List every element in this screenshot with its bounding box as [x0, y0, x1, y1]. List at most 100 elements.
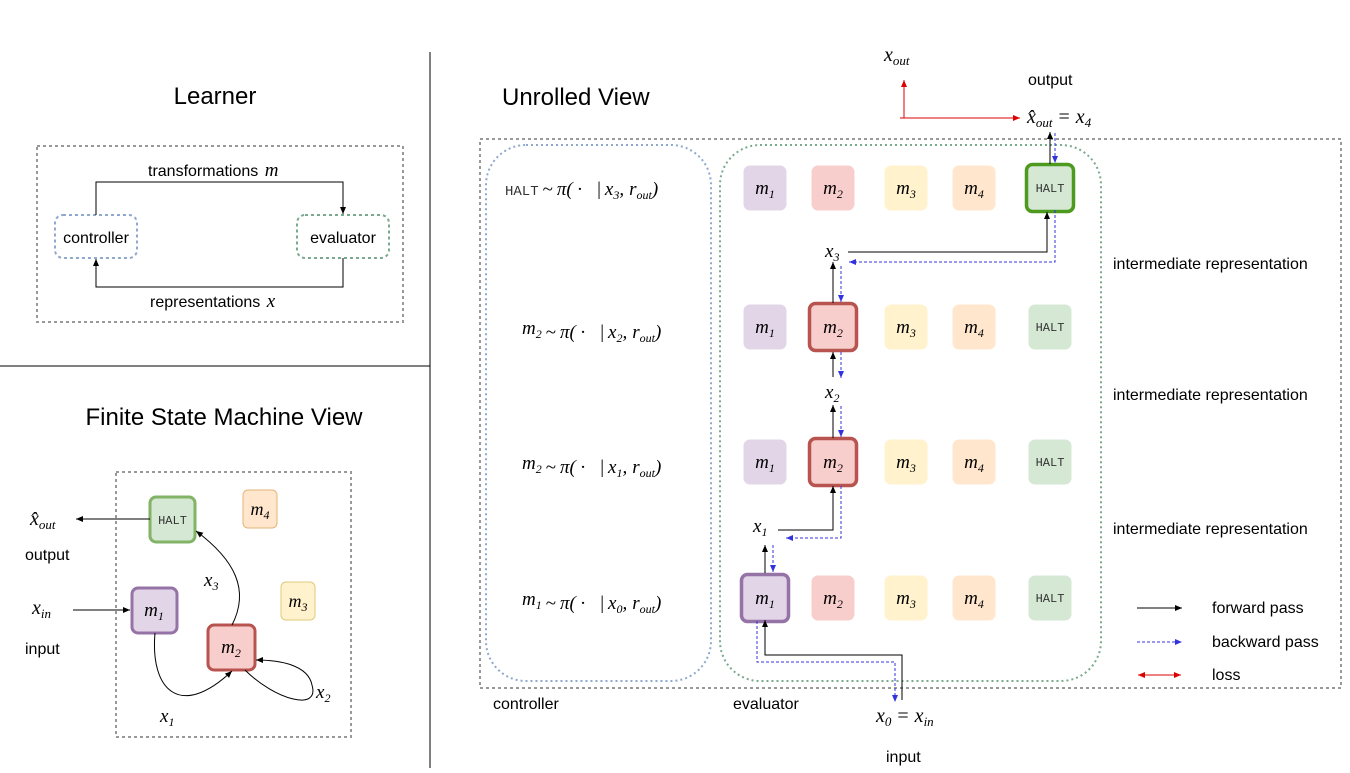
learner-evaluator-box	[296, 214, 390, 259]
intermediate-label-2: intermediate representation	[1113, 387, 1308, 404]
module-m1-row2-label: m1	[755, 317, 775, 340]
policy-row-3: m2~π(·|x1,rout)	[522, 453, 661, 480]
unrolled-frame	[479, 138, 1342, 689]
module-m2-row1	[811, 165, 855, 211]
module-m4-row3-label: m4	[964, 452, 984, 475]
module-m1-row2	[743, 304, 787, 350]
backward-m1-to-input	[756, 621, 898, 702]
module-halt-row4	[1028, 575, 1072, 621]
fsm-output-label: output	[25, 547, 70, 564]
unrolled-x3-label: x3	[824, 241, 839, 264]
intermediate-label-1: intermediate representation	[1113, 256, 1308, 273]
unrolled-output-label: output	[1028, 72, 1073, 89]
unrolled-xout-equation: x̂out=x4	[1026, 106, 1092, 130]
module-halt-row2	[1028, 304, 1072, 350]
policy-row-4: m1~π(·|x0,rout)	[522, 589, 661, 616]
fsm-x1-label: x1	[159, 706, 174, 729]
module-m2-row4-label: m2	[823, 588, 843, 611]
module-m4-row4-label: m4	[964, 588, 984, 611]
backward-halt-to-x3	[849, 210, 1056, 265]
fsm-m3-label: m3	[289, 591, 308, 614]
fsm-frame	[115, 471, 352, 738]
unrolled-xout-top: xout	[883, 44, 910, 68]
fsm-edge-m2-self	[244, 657, 314, 701]
fsm-m1-label: m1	[144, 600, 164, 623]
module-halt-row1	[1024, 162, 1076, 214]
policy-rows: HALT~π(·|x3,rout)m2~π(·|x2,rout)m2~π(·|x…	[505, 179, 661, 616]
module-m1-row3	[743, 439, 787, 485]
module-m2-row2	[807, 301, 859, 353]
module-halt-row3-label: HALT	[1036, 456, 1065, 470]
controller-region	[485, 144, 712, 682]
fsm-x3-label: x3	[203, 570, 218, 593]
module-m1-row1	[743, 165, 787, 211]
module-m3-row1	[884, 165, 928, 211]
legend-forward-label: forward pass	[1212, 600, 1304, 617]
module-m3-row3-label: m3	[896, 452, 916, 475]
module-halt-row2-label: HALT	[1036, 321, 1065, 335]
unrolled-title: Unrolled View	[502, 84, 650, 111]
learner-evaluator-label: evaluator	[310, 230, 376, 247]
fsm-edge-m1-m2	[153, 632, 233, 697]
module-m4-row2-label: m4	[964, 317, 984, 340]
learner-bottom-arrow	[93, 258, 344, 288]
module-m3-row3	[884, 439, 928, 485]
module-m2-row1-label: m2	[823, 178, 843, 201]
legend-backward-label: backward pass	[1212, 634, 1319, 651]
module-m3-row1-label: m3	[896, 178, 916, 201]
module-halt-row4-label: HALT	[1036, 592, 1065, 606]
module-m4-row1-label: m4	[964, 178, 984, 201]
legend-loss-label: loss	[1212, 667, 1240, 684]
module-m3-row4	[884, 575, 928, 621]
fsm-m2-node	[206, 623, 257, 672]
module-halt-row1-label: HALT	[1036, 182, 1065, 196]
learner-top-arrow	[95, 181, 346, 215]
policy-row-2: m2~π(·|x2,rout)	[522, 318, 661, 345]
unrolled-x2-label: x2	[824, 382, 839, 405]
evaluator-region-label: evaluator	[733, 696, 799, 713]
forward-x1-to-m2	[778, 486, 836, 531]
module-m3-row4-label: m3	[896, 588, 916, 611]
fsm-m4-node	[242, 489, 278, 529]
fsm-m4-label: m4	[251, 499, 270, 522]
fsm-x2-label: x2	[315, 682, 330, 705]
fsm-xin-label: xin	[31, 597, 51, 621]
module-halt-row3	[1028, 439, 1072, 485]
module-m1-row4-label: m1	[755, 588, 775, 611]
unrolled-x1-label: x1	[752, 516, 767, 539]
module-m2-row4	[811, 575, 855, 621]
forward-x3-to-halt	[848, 212, 1050, 253]
module-m2-row2-label: m2	[823, 317, 843, 340]
fsm-m2-label: m2	[221, 637, 241, 660]
evaluator-region	[719, 144, 1102, 682]
intermediate-label-3: intermediate representation	[1113, 521, 1308, 538]
backward-m2-to-x1	[786, 486, 842, 541]
module-m2-row3	[807, 436, 859, 488]
module-m4-row4	[952, 575, 996, 621]
learner-bottom-label: representations x	[150, 291, 276, 312]
module-m1-row1-label: m1	[755, 178, 775, 201]
module-m4-row2	[952, 304, 996, 350]
module-m2-row3-label: m2	[823, 452, 843, 475]
learner-frame	[36, 145, 404, 323]
learner-controller-label: controller	[63, 230, 129, 247]
fsm-xout-label: x̂out	[29, 508, 56, 532]
module-m3-row2-label: m3	[896, 317, 916, 340]
fsm-edge-m2-halt	[195, 530, 240, 626]
unrolled-input-label: input	[886, 749, 921, 766]
controller-region-label: controller	[493, 696, 559, 713]
module-m3-row2	[884, 304, 928, 350]
fsm-title: Finite State Machine View	[85, 404, 363, 431]
module-m1-row3-label: m1	[755, 452, 775, 475]
module-m4-row1	[952, 165, 996, 211]
fsm-m3-node	[280, 581, 316, 621]
forward-input-to-m1	[762, 620, 903, 700]
fsm-input-label: input	[25, 641, 60, 658]
fsm-halt-label: HALT	[158, 514, 187, 528]
learner-top-label: transformations m	[148, 160, 278, 181]
learner-title: Learner	[174, 83, 257, 110]
unrolled-x0-equation: x0=xin	[875, 705, 934, 729]
